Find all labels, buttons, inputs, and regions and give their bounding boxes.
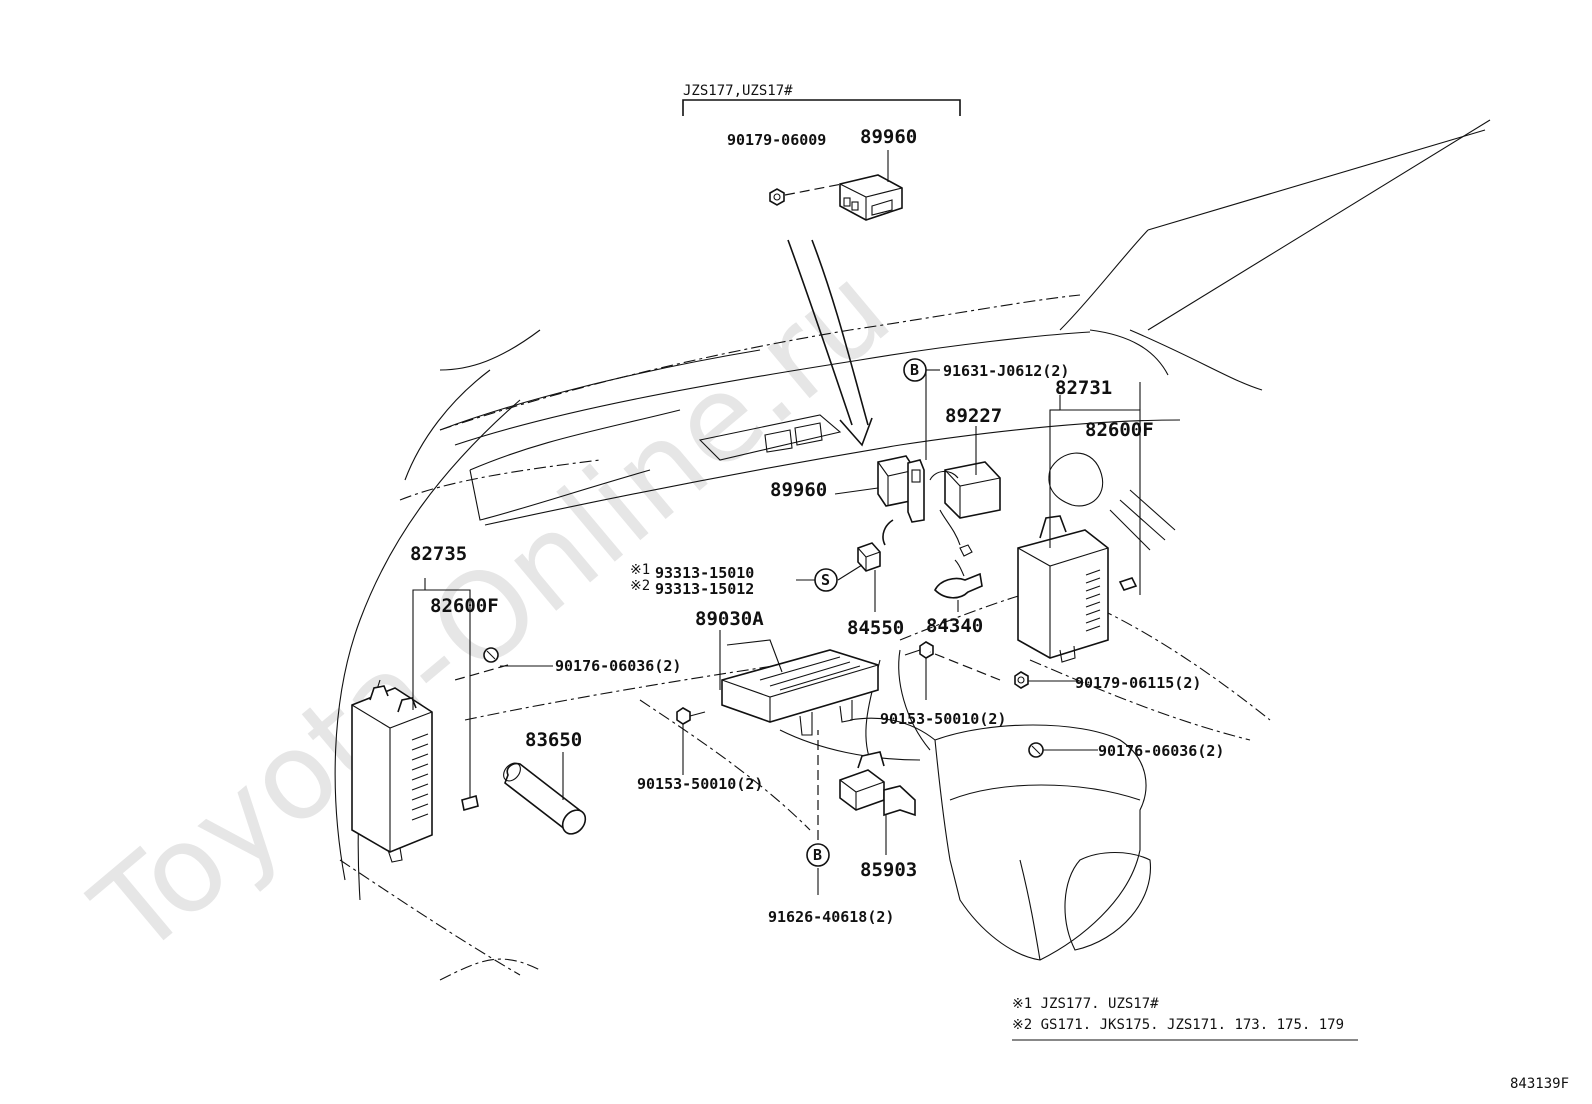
nut-90179-icon <box>1014 671 1029 689</box>
sensor-84340-icon <box>934 544 983 599</box>
label-89960-top: 89960 <box>860 126 917 148</box>
label-90176-left: 90176-06036(2) <box>555 657 681 675</box>
label-82731: 82731 <box>1055 377 1112 399</box>
label-90179-06115: 90179-06115(2) <box>1075 674 1201 692</box>
label-90176-right: 90176-06036(2) <box>1098 742 1224 760</box>
part-labels: 90179-06009 89960 91631-J0612(2) 82731 8… <box>410 126 1224 926</box>
ecu-82731-icon <box>1017 515 1138 663</box>
label-89960-mid: 89960 <box>770 479 827 501</box>
nut-icon <box>769 188 785 206</box>
label-89227: 89227 <box>945 405 1002 427</box>
label-84340: 84340 <box>926 615 983 637</box>
label-91626: 91626-40618(2) <box>768 908 894 926</box>
ecu-82735-icon <box>351 685 479 863</box>
label-82600f-right: 82600F <box>1085 419 1154 441</box>
bolt-90176-right-icon <box>1028 742 1044 758</box>
refmark-1: ※1 <box>630 562 650 578</box>
label-85903: 85903 <box>860 859 917 881</box>
inset-model-note: JZS177,UZS17# <box>683 83 793 99</box>
bolt-90153-left-icon <box>676 707 706 725</box>
label-82600f-left: 82600F <box>430 595 499 617</box>
svg-text:B: B <box>910 361 919 379</box>
label-83650: 83650 <box>525 729 582 751</box>
module-89960-top-icon <box>839 174 903 221</box>
callout-s: S <box>814 568 838 592</box>
label-84550: 84550 <box>847 617 904 639</box>
diagram-id: 843139F <box>1510 1076 1569 1092</box>
buzzer-83650-icon <box>503 762 587 835</box>
footnote-1: ※1 JZS177. UZS17# <box>1012 996 1159 1012</box>
bolt-90153-right-icon <box>904 641 934 659</box>
bracket-85903-icon <box>839 751 916 817</box>
ecu-89030a-icon <box>721 649 879 736</box>
callout-b-bottom: B <box>806 843 830 867</box>
label-90153-left: 90153-50010(2) <box>637 775 763 793</box>
svg-text:S: S <box>821 571 830 589</box>
refmark-2: ※2 <box>630 578 650 594</box>
vehicle-outline <box>334 119 1491 981</box>
label-93313-15010: 93313-15010 <box>655 564 754 582</box>
bracket-b-icon <box>882 459 925 546</box>
footnote-2: ※2 GS171. JKS175. JZS171. 173. 175. 179 <box>1012 1017 1344 1033</box>
top-inset: JZS177,UZS17# <box>682 83 961 221</box>
label-91631: 91631-J0612(2) <box>943 362 1069 380</box>
label-82735: 82735 <box>410 543 467 565</box>
connector-pins-right <box>1085 569 1101 632</box>
svg-text:B: B <box>813 846 822 864</box>
switch-84550-icon <box>857 542 881 572</box>
callout-b-top: B <box>903 358 927 382</box>
leader-lines <box>412 369 1141 895</box>
label-93313-15012: 93313-15012 <box>655 580 754 598</box>
connector-pins-left <box>411 733 429 821</box>
module-89227-icon <box>929 461 1001 546</box>
inset-bracket <box>682 99 961 116</box>
footnotes: ※1 JZS177. UZS17# ※2 GS171. JKS175. JZS1… <box>1012 996 1358 1041</box>
label-90179-06009: 90179-06009 <box>727 131 826 149</box>
bolt-90176-left-icon <box>483 647 499 663</box>
label-89030a: 89030A <box>695 608 764 630</box>
label-90153-right: 90153-50010(2) <box>880 710 1006 728</box>
